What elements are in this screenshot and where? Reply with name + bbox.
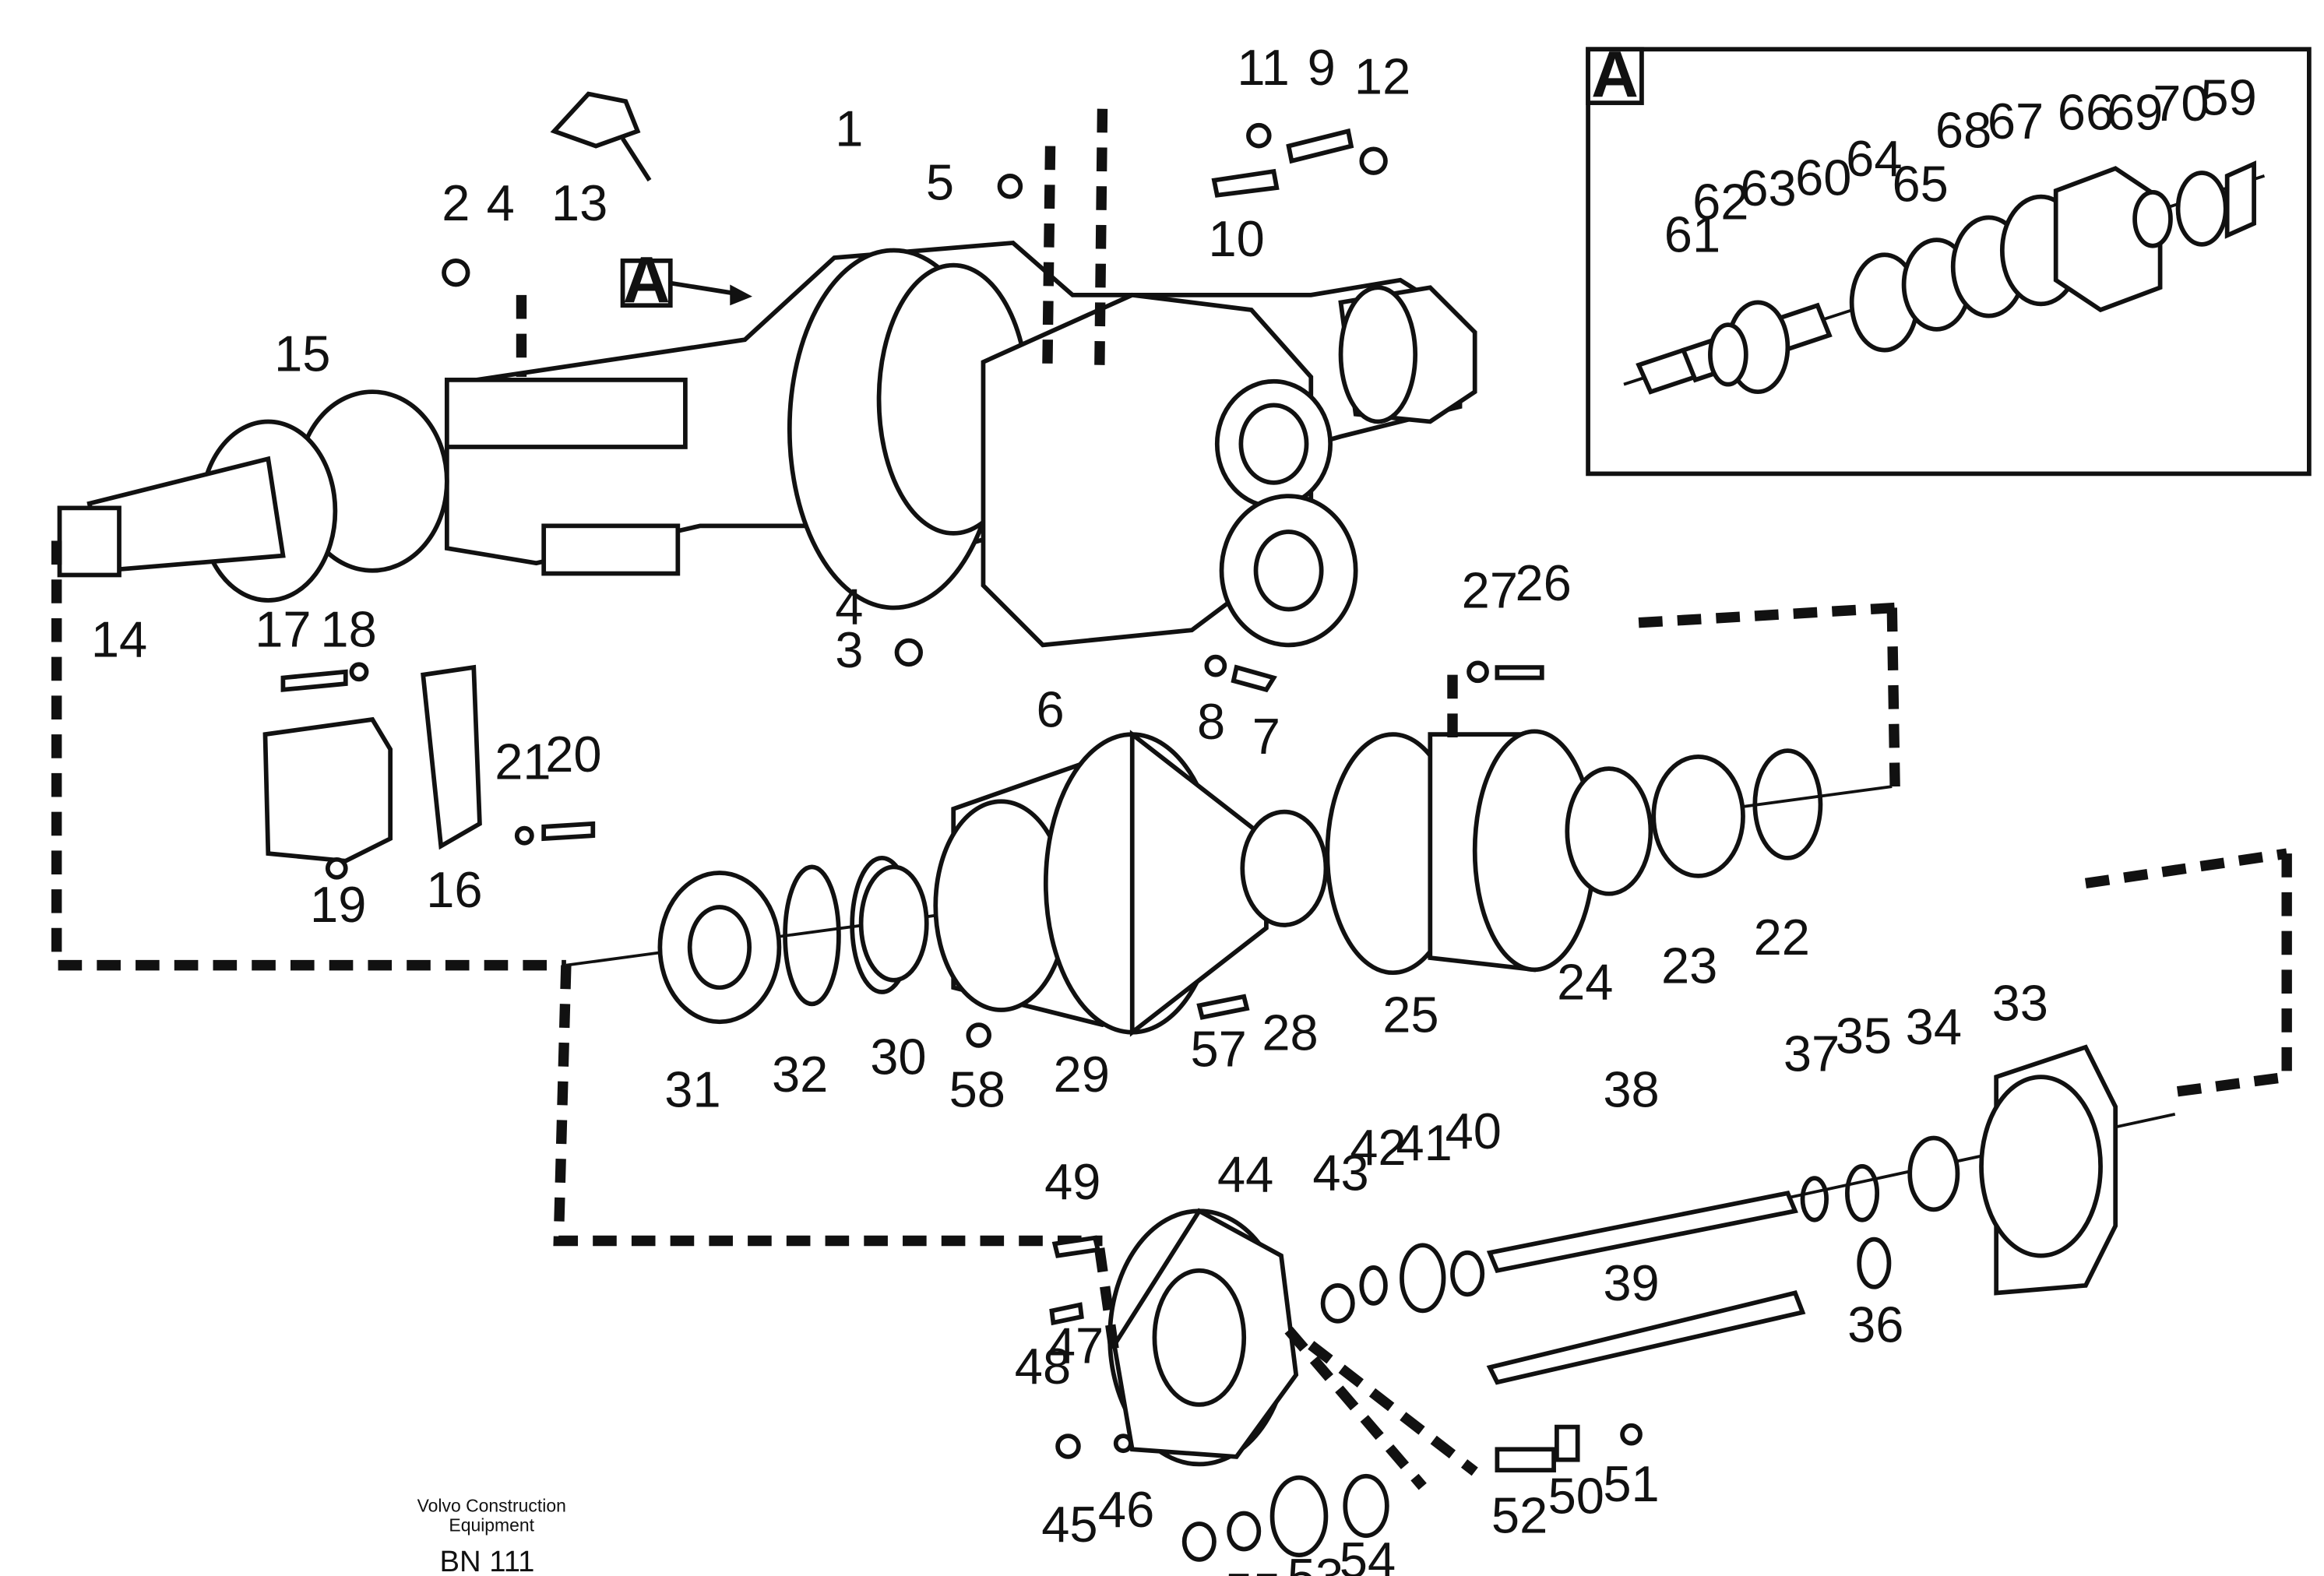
footer-line-2: Equipment xyxy=(449,1514,534,1535)
pinion-shaft xyxy=(1636,160,2256,395)
callout-55: 55 xyxy=(1225,1563,1281,1576)
callout-30: 30 xyxy=(870,1028,926,1085)
callout-5: 5 xyxy=(926,153,954,210)
callout-58: 58 xyxy=(949,1061,1005,1117)
callout-62: 62 xyxy=(1692,173,1748,230)
callout-56: 56 xyxy=(1173,1574,1229,1576)
fasteners xyxy=(280,122,1643,1459)
callout-59: 59 xyxy=(2200,69,2256,125)
dashed-assembly-leaders xyxy=(51,108,2292,1490)
callout-40: 40 xyxy=(1445,1103,1502,1159)
footer-caption: Volvo Construction Equipment BN 111 xyxy=(417,1496,566,1576)
inset-tag-box xyxy=(1586,47,1644,105)
brake-caliper xyxy=(262,664,482,864)
detail-a-marker: A xyxy=(620,243,752,316)
callout-47: 47 xyxy=(1048,1317,1104,1374)
callout-15: 15 xyxy=(274,325,330,382)
callout-54: 54 xyxy=(1340,1532,1396,1576)
callout-35: 35 xyxy=(1836,1007,1892,1064)
callout-37: 37 xyxy=(1783,1025,1840,1082)
callout-70: 70 xyxy=(2153,75,2209,132)
callout-45: 45 xyxy=(1041,1496,1097,1553)
callout-9: 9 xyxy=(1308,39,1336,96)
callout-39: 39 xyxy=(1603,1254,1659,1311)
callout-14: 14 xyxy=(91,611,147,668)
callout-33: 33 xyxy=(1992,974,2048,1031)
inset-tag: A xyxy=(1591,37,1639,111)
callout-20: 20 xyxy=(545,726,601,783)
callout-23: 23 xyxy=(1661,938,1717,994)
axle-housing xyxy=(57,240,1477,648)
planetary-assembly xyxy=(1107,1044,2176,1562)
callout-29: 29 xyxy=(1054,1046,1110,1103)
callout-32: 32 xyxy=(772,1046,828,1103)
callout-19: 19 xyxy=(310,876,366,933)
callout-27: 27 xyxy=(1462,562,1518,619)
callout-38: 38 xyxy=(1603,1061,1659,1117)
hub-assembly xyxy=(565,729,1893,1037)
callout-13: 13 xyxy=(551,174,607,231)
inset-detail-a: A xyxy=(1586,37,2312,477)
callout-36: 36 xyxy=(1847,1296,1903,1353)
callout-2: 2 xyxy=(442,174,470,231)
breather-cap xyxy=(550,91,652,182)
callout-8: 8 xyxy=(1197,693,1225,750)
callout-51: 51 xyxy=(1603,1455,1659,1512)
callout-69: 69 xyxy=(2107,84,2163,141)
callout-66: 66 xyxy=(2058,84,2114,141)
callout-31: 31 xyxy=(664,1061,720,1117)
callout-61: 61 xyxy=(1664,206,1720,262)
callout-50: 50 xyxy=(1548,1468,1604,1525)
callout-17: 17 xyxy=(255,600,311,657)
callout-4-top: 4 xyxy=(487,174,515,231)
callout-41: 41 xyxy=(1396,1114,1452,1171)
callout-44: 44 xyxy=(1217,1145,1273,1202)
callout-25: 25 xyxy=(1382,987,1438,1043)
callout-26: 26 xyxy=(1516,554,1572,611)
callout-7: 7 xyxy=(1252,708,1280,765)
callout-21: 21 xyxy=(495,733,551,790)
callout-64: 64 xyxy=(1846,130,1902,187)
callout-18: 18 xyxy=(320,600,376,657)
callout-43: 43 xyxy=(1312,1144,1368,1201)
callout-1: 1 xyxy=(835,100,863,157)
callout-4-bottom: 4 xyxy=(835,579,863,635)
callout-10: 10 xyxy=(1208,210,1264,267)
callout-3: 3 xyxy=(835,621,863,678)
callout-11: 11 xyxy=(1237,39,1290,96)
callout-65: 65 xyxy=(1892,155,1948,212)
callout-67: 67 xyxy=(1988,93,2044,150)
footer-line-1: Volvo Construction xyxy=(417,1496,566,1516)
callout-34: 34 xyxy=(1906,998,1962,1055)
callout-12: 12 xyxy=(1354,48,1410,105)
callout-6: 6 xyxy=(1036,681,1064,738)
callout-22: 22 xyxy=(1754,909,1810,966)
footer-code: BN 111 xyxy=(440,1545,535,1576)
callout-49: 49 xyxy=(1044,1153,1100,1210)
callout-48: 48 xyxy=(1015,1338,1071,1395)
callout-52: 52 xyxy=(1491,1486,1548,1543)
callout-42: 42 xyxy=(1350,1119,1406,1176)
callout-53: 53 xyxy=(1287,1548,1343,1576)
detail-a-tag: A xyxy=(623,243,671,316)
callout-46: 46 xyxy=(1098,1481,1154,1538)
callout-63: 63 xyxy=(1740,160,1796,216)
callout-68: 68 xyxy=(1935,101,1991,158)
callout-16: 16 xyxy=(426,861,482,918)
callout-57: 57 xyxy=(1191,1021,1247,1078)
callout-60: 60 xyxy=(1795,150,1851,206)
callout-24: 24 xyxy=(1557,954,1613,1011)
callout-28: 28 xyxy=(1262,1004,1318,1061)
callout-labels: 1 2 3 4 4 5 6 7 8 9 10 11 12 13 14 15 16… xyxy=(91,39,2257,1576)
